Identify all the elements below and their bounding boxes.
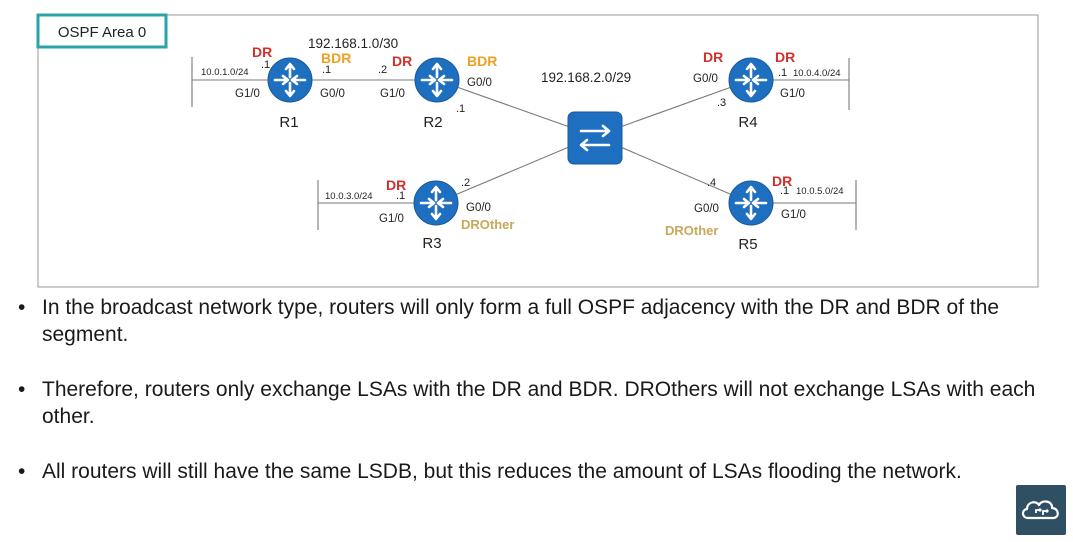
r2-g00-label: G0/0 — [467, 77, 492, 89]
r1-role-bdr: BDR — [321, 50, 351, 66]
router-name-r2: R2 — [423, 114, 442, 131]
network-label-r1-r2: 192.168.1.0/30 — [308, 36, 398, 51]
router-name-r1: R1 — [279, 114, 298, 131]
r3-g00-label: G0/0 — [466, 202, 491, 214]
list-item: • Therefore, routers only exchange LSAs w… — [18, 376, 1058, 430]
r1-g00-label: G0/0 — [320, 88, 345, 100]
r5-role-drother: DROther — [665, 223, 718, 238]
area-boundary — [37, 14, 1039, 288]
router-name-r4: R4 — [738, 114, 757, 131]
router-icon[interactable] — [727, 179, 775, 227]
r3-role-dr: DR — [386, 177, 406, 193]
r5-g10-label: G1/0 — [781, 209, 806, 221]
r3-sw-ip: .2 — [461, 177, 470, 189]
bullet-text: Therefore, routers only exchange LSAs wi… — [42, 378, 1036, 428]
area-label-box — [36, 13, 168, 49]
router-name-r3: R3 — [422, 235, 441, 252]
r4-role-dr-left: DR — [703, 49, 723, 65]
cloud-badge[interactable] — [1016, 485, 1066, 535]
r1-link-ip: .1 — [322, 64, 331, 76]
r1-role-dr: DR — [252, 44, 272, 60]
router-icon[interactable] — [727, 56, 775, 104]
r5-lan-ip: .1 — [780, 185, 789, 197]
r4-g10-label: G1/0 — [780, 88, 805, 100]
r4-role-dr-right: DR — [775, 49, 795, 65]
bullet-icon: • — [18, 378, 26, 401]
router-icon[interactable] — [412, 179, 460, 227]
ospf-diagram: OSPF Area 0 R1 R2 R3 R4 R5 192.168.1.0/3 — [36, 13, 1039, 288]
bullet-text: In the broadcast network type, routers w… — [42, 296, 1000, 346]
r5-g00-label: G0/0 — [694, 203, 719, 215]
r5-role-dr: DR — [772, 173, 792, 189]
network-label-switch: 192.168.2.0/29 — [541, 70, 631, 85]
cloud-icon — [1021, 500, 1059, 520]
list-item: • In the broadcast network type, routers … — [18, 294, 1058, 348]
network-label-r4-lan: 10.0.4.0/24 — [793, 68, 841, 79]
r2-sw-ip: .1 — [456, 103, 465, 115]
network-label-r5-lan: 10.0.5.0/24 — [796, 186, 844, 197]
r3-g10-label: G1/0 — [379, 213, 404, 225]
router-name-r5: R5 — [738, 236, 757, 253]
r3-lan-ip: .1 — [396, 190, 405, 202]
r4-lan-ip: .1 — [778, 67, 787, 79]
r4-sw-ip: .3 — [717, 97, 726, 109]
r3-role-drother: DROther — [461, 217, 514, 232]
list-item: • All routers will still have the same LS… — [18, 458, 1058, 485]
bullet-list: • In the broadcast network type, routers … — [18, 294, 1058, 513]
r1-lan-ip: .1 — [261, 59, 270, 71]
r2-link-ip: .2 — [378, 64, 387, 76]
network-label-r1-lan: 10.0.1.0/24 — [201, 67, 249, 78]
r5-sw-ip: .4 — [707, 177, 716, 189]
router-icon[interactable] — [413, 56, 461, 104]
r2-role-bdr: BDR — [467, 53, 497, 69]
bullet-icon: • — [18, 296, 26, 319]
bullet-icon: • — [18, 460, 26, 483]
r2-role-dr: DR — [392, 53, 412, 69]
r4-g00-label: G0/0 — [693, 73, 718, 85]
network-label-r3-lan: 10.0.3.0/24 — [325, 191, 373, 202]
router-icon[interactable] — [266, 56, 314, 104]
switch-icon[interactable] — [567, 111, 623, 165]
area-label: OSPF Area 0 — [58, 24, 146, 41]
r2-g10-label: G1/0 — [380, 88, 405, 100]
bullet-text: All routers will still have the same LSD… — [42, 460, 962, 483]
r1-g10-label: G1/0 — [235, 88, 260, 100]
